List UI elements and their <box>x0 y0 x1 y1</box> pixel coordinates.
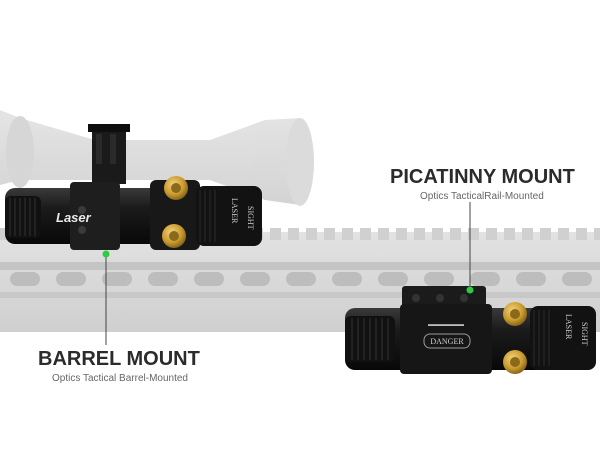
rail-tooth <box>324 228 335 240</box>
rail-slot <box>332 272 362 286</box>
rail-slot <box>10 272 40 286</box>
side-label-laser-2: LASER <box>564 314 573 340</box>
rail-tooth <box>594 228 600 240</box>
rail-tooth <box>432 228 443 240</box>
picatinny-mount-subtitle: Optics TacticalRail-Mounted <box>420 191 544 202</box>
rail-tooth <box>468 228 479 240</box>
barrel-mount-title: BARREL MOUNT <box>38 348 200 370</box>
rail-slot <box>194 272 224 286</box>
barrel-mount-subtitle: Optics Tactical Barrel-Mounted <box>52 373 188 384</box>
barrel-mount-laser: LASER SIGHT Laser <box>5 124 262 250</box>
rail-tooth <box>342 228 353 240</box>
rail-slot <box>470 272 500 286</box>
barrel-leader <box>102 250 110 345</box>
brand-mark: Laser <box>56 210 92 225</box>
barrel-indicator-dot <box>102 250 110 258</box>
rail-tooth <box>504 228 515 240</box>
rail-slot <box>240 272 270 286</box>
rail-slot <box>378 272 408 286</box>
rail-tooth <box>576 228 587 240</box>
side-label-sight-2: SIGHT <box>580 322 589 346</box>
rail-tooth <box>522 228 533 240</box>
rail-slots <box>10 272 592 286</box>
knurling-left <box>9 198 36 236</box>
rail-tooth <box>288 228 299 240</box>
picatinny-leader <box>466 202 474 294</box>
rail-slot <box>562 272 592 286</box>
picatinny-mount-laser: ▬▬▬▬▬▬ DANGER LASER SIGHT <box>345 286 596 374</box>
rail-slot <box>424 272 454 286</box>
side-label-laser: LASER <box>230 198 239 224</box>
rail-slot <box>56 272 86 286</box>
rail-tooth <box>414 228 425 240</box>
rail-tooth <box>396 228 407 240</box>
picatinny-mount-title: PICATINNY MOUNT <box>390 166 575 188</box>
ghost-scope <box>0 110 314 206</box>
rail-slot <box>102 272 132 286</box>
rail-tooth <box>270 228 281 240</box>
rail-tooth <box>360 228 371 240</box>
danger-label: DANGER <box>430 337 464 346</box>
warning-text-line: ▬▬▬▬▬▬ <box>428 322 464 328</box>
rail-tooth <box>540 228 551 240</box>
rail-slot <box>148 272 178 286</box>
rail-tooth <box>378 228 389 240</box>
rail-tooth <box>486 228 497 240</box>
rail-slot <box>286 272 316 286</box>
side-label-sight: SIGHT <box>246 206 255 230</box>
picatinny-indicator-dot <box>466 286 474 294</box>
rail-tooth <box>450 228 461 240</box>
rail-slot <box>516 272 546 286</box>
rail-tooth <box>558 228 569 240</box>
rail-tooth <box>306 228 317 240</box>
